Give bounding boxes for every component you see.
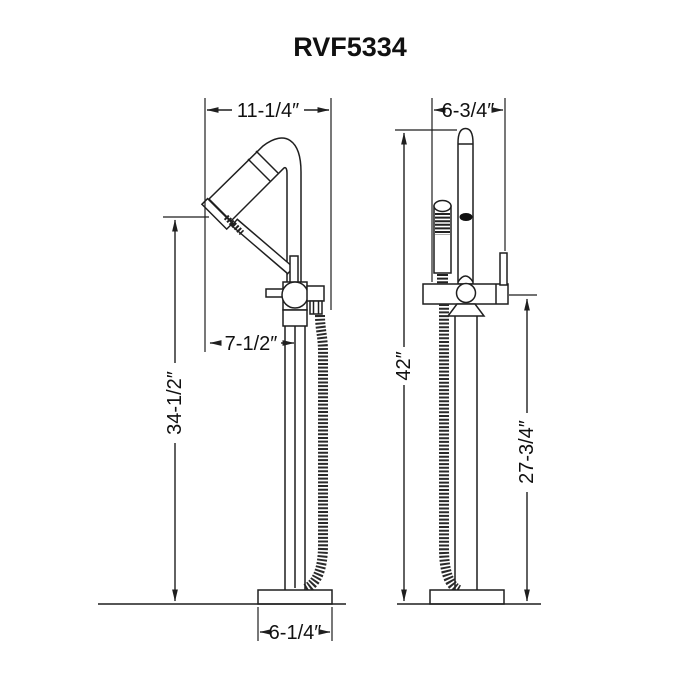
faucet-side-view (98, 137, 346, 605)
dimension-handle-height: 27-3/4″ (509, 294, 538, 602)
handshower-handle-fill (232, 220, 293, 273)
diverter-knob (455, 282, 477, 304)
column-skirt (446, 303, 486, 317)
faucet-front-view (397, 127, 541, 605)
dimension-overall-height: 42″ (393, 129, 457, 602)
column-flange (282, 309, 308, 327)
valve-knob (281, 281, 309, 309)
dimension-overall-depth: 11-1/4″ (204, 98, 332, 352)
spout-seam-line (247, 158, 271, 182)
dimension-label-overall-height: 42″ (393, 351, 415, 380)
hose-elbow (306, 285, 325, 302)
handshower-top-cap (433, 199, 452, 213)
dimension-label-overall-depth: 11-1/4″ (237, 100, 299, 122)
dimension-label-base-width: 6-1/4″ (269, 622, 322, 644)
dimension-label-handle-height: 27-3/4″ (516, 420, 538, 484)
dimension-base-width: 6-1/4″ (257, 607, 333, 644)
dimension-label-overall-width: 6-3/4″ (442, 100, 495, 122)
handle-stick (499, 252, 508, 286)
floor-base (429, 589, 505, 605)
handshower-grip-stripe (223, 214, 245, 236)
dimension-label-spout-reach: 7-1/2″ (225, 333, 278, 355)
spout-seam-line (255, 150, 279, 174)
dimension-spout-reach: 7-1/2″ (209, 333, 295, 355)
shower-hose (439, 304, 462, 595)
spout-bottom-seam (457, 275, 474, 283)
dimension-overall-width: 6-3/4″ (431, 98, 506, 282)
shower-hose (302, 314, 328, 594)
hose-nut (309, 300, 323, 315)
handshower-body (433, 205, 452, 274)
model-number-title: RVF5334 (293, 32, 407, 62)
spout-aerator-dot (459, 213, 473, 221)
wand-holder-pin (289, 255, 299, 286)
handshower-face-cap (200, 197, 234, 231)
dimension-spout-outlet-height: 34-1/2″ (163, 216, 209, 602)
floor-base (257, 589, 333, 605)
dimension-label-spout-outlet-height: 34-1/2″ (164, 371, 186, 435)
spout-tube (457, 127, 474, 285)
